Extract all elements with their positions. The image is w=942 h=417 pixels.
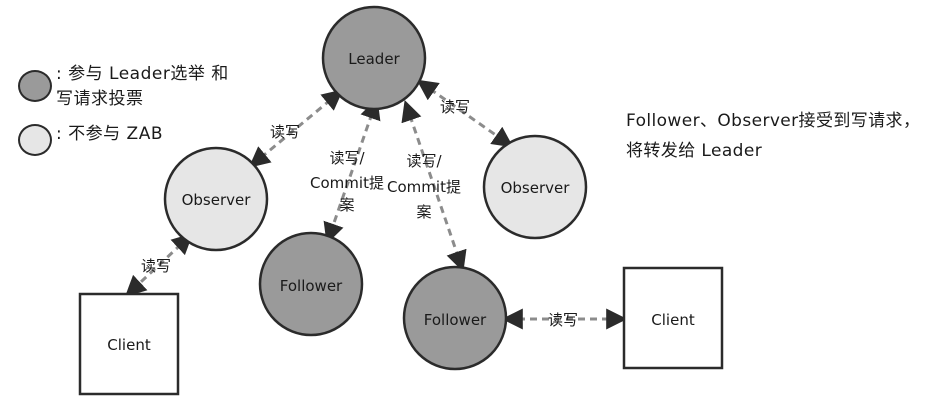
edge-observer-left-client: 读写 bbox=[124, 233, 194, 297]
observer-left-node: Observer bbox=[163, 146, 269, 252]
nonparticipant-swatch-icon bbox=[18, 124, 52, 156]
forwarding-note: Follower、Observer接受到写请求， 将转发给 Leader bbox=[626, 106, 920, 166]
legend-participant: : 参与 Leader选举 和 写请求投票 bbox=[18, 62, 229, 112]
note-line-1: Follower、Observer接受到写请求， bbox=[626, 111, 921, 131]
edge-label: 读写 bbox=[141, 257, 171, 275]
node-label: Observer bbox=[182, 191, 252, 209]
node-label: Client bbox=[107, 336, 151, 354]
note-line-2: 将转发给 Leader bbox=[626, 141, 763, 161]
edge-label: 读写 bbox=[548, 311, 578, 329]
observer-right-node: Observer bbox=[482, 134, 588, 240]
edge-label: 读写 bbox=[440, 98, 470, 116]
legend-nonparticipant-label: 不参与 ZAB bbox=[68, 124, 163, 144]
edge-label: 案 bbox=[416, 203, 431, 221]
edge-leader-follower-left: 读写/ Commit提 案 bbox=[310, 98, 384, 244]
edge-leader-follower-right: 读写/ Commit提 案 bbox=[387, 100, 467, 272]
edge-follower-right-client: 读写 bbox=[501, 308, 628, 330]
edge-label: Commit提 bbox=[310, 174, 384, 192]
node-label: Follower bbox=[280, 277, 343, 295]
leader-node: Leader bbox=[321, 5, 427, 111]
legend-prefix: : bbox=[56, 124, 69, 144]
edge-label: 读写/ bbox=[406, 152, 442, 170]
legend-participant-label: 参与 Leader选举 和 写请求投票 bbox=[56, 64, 229, 109]
client-left-node: Client bbox=[78, 292, 180, 396]
follower-left-node: Follower bbox=[258, 231, 364, 337]
legend-nonparticipant: : 不参与 ZAB bbox=[18, 122, 163, 156]
edge-label: 案 bbox=[339, 196, 354, 214]
edge-leader-observer-left: 读写 bbox=[248, 89, 344, 168]
participant-swatch-icon bbox=[18, 70, 52, 102]
edge-label: Commit提 bbox=[387, 178, 461, 196]
edge-label: 读写/ bbox=[329, 149, 365, 167]
node-label: Client bbox=[651, 311, 695, 329]
edge-label: 读写 bbox=[270, 123, 300, 141]
client-right-node: Client bbox=[622, 266, 724, 370]
node-label: Follower bbox=[424, 311, 487, 329]
legend-prefix: : bbox=[56, 64, 69, 84]
node-label: Observer bbox=[501, 179, 571, 197]
node-label: Leader bbox=[348, 50, 400, 68]
follower-right-node: Follower bbox=[402, 265, 508, 371]
edge-leader-observer-right: 读写 bbox=[416, 79, 514, 148]
